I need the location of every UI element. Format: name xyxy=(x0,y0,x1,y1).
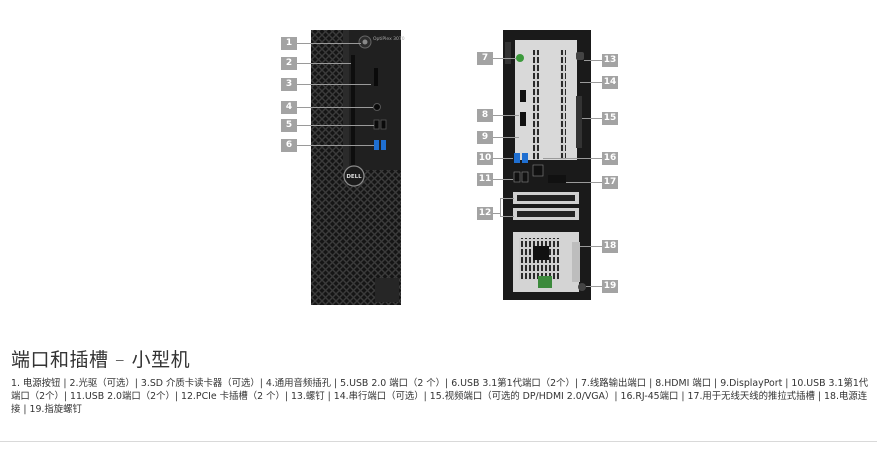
front-mesh-left xyxy=(311,30,349,305)
section-title: 端口和插槽 – 小型机 xyxy=(11,349,191,371)
callout-8: 8 xyxy=(477,109,493,122)
svg-text:DELL: DELL xyxy=(346,174,362,180)
callout-12: 12 xyxy=(477,207,493,220)
callout-leaders xyxy=(297,43,602,287)
ports-legend: 1. 电源按钮 | 2.光驱（可选）| 3.SD 介质卡读卡器（可选）| 4.通… xyxy=(11,378,869,415)
divider xyxy=(0,441,877,442)
displayport xyxy=(520,112,526,126)
front-view: OptiPlex 3070 DELL xyxy=(311,30,405,305)
callout-9: 9 xyxy=(477,131,493,144)
rear-view xyxy=(503,30,591,300)
callout-7: 7 xyxy=(477,52,493,65)
hdmi-port xyxy=(520,90,526,102)
usb3-rear-2 xyxy=(522,153,528,163)
product-figure: OptiPlex 3070 DELL xyxy=(281,30,618,305)
callout-2: 2 xyxy=(281,57,297,70)
callout-17: 17 xyxy=(602,176,618,189)
front-foot-panel xyxy=(375,278,399,302)
model-text: OptiPlex 3070 xyxy=(373,36,405,42)
callout-6: 6 xyxy=(281,139,297,152)
callout-14: 14 xyxy=(602,76,618,89)
power-connector xyxy=(533,246,549,260)
power-latch xyxy=(572,242,580,282)
usb3-front-2 xyxy=(381,140,386,150)
optical-drive-slot xyxy=(351,55,355,165)
line-out-port xyxy=(516,54,524,62)
psu-label xyxy=(538,276,552,288)
callout-11: 11 xyxy=(477,173,493,186)
callout-18: 18 xyxy=(602,240,618,253)
callout-3: 3 xyxy=(281,78,297,91)
ports-diagram: OptiPlex 3070 DELL xyxy=(297,30,602,305)
callout-15: 15 xyxy=(602,112,618,125)
dell-logo xyxy=(343,165,365,187)
callout-1: 1 xyxy=(281,37,297,50)
serial-video-slot xyxy=(576,96,582,148)
usb2-rear-2 xyxy=(521,171,529,183)
antenna-slot xyxy=(548,175,566,183)
usb2-rear-1 xyxy=(513,171,521,183)
usb2-front-2 xyxy=(380,119,387,130)
callout-4: 4 xyxy=(281,101,297,114)
sd-card-reader xyxy=(374,68,378,86)
callout-5: 5 xyxy=(281,119,297,132)
usb2-front-1 xyxy=(373,119,380,130)
usb3-rear-1 xyxy=(514,153,520,163)
padlock-ring xyxy=(505,42,511,64)
audio-jack xyxy=(373,103,381,111)
callout-10: 10 xyxy=(477,152,493,165)
screw xyxy=(576,52,584,60)
rj45-port xyxy=(532,164,544,177)
usb3-front-1 xyxy=(374,140,379,150)
callout-13: 13 xyxy=(602,54,618,67)
callout-16: 16 xyxy=(602,152,618,165)
thumb-screw xyxy=(578,283,586,291)
callout-19: 19 xyxy=(602,280,618,293)
